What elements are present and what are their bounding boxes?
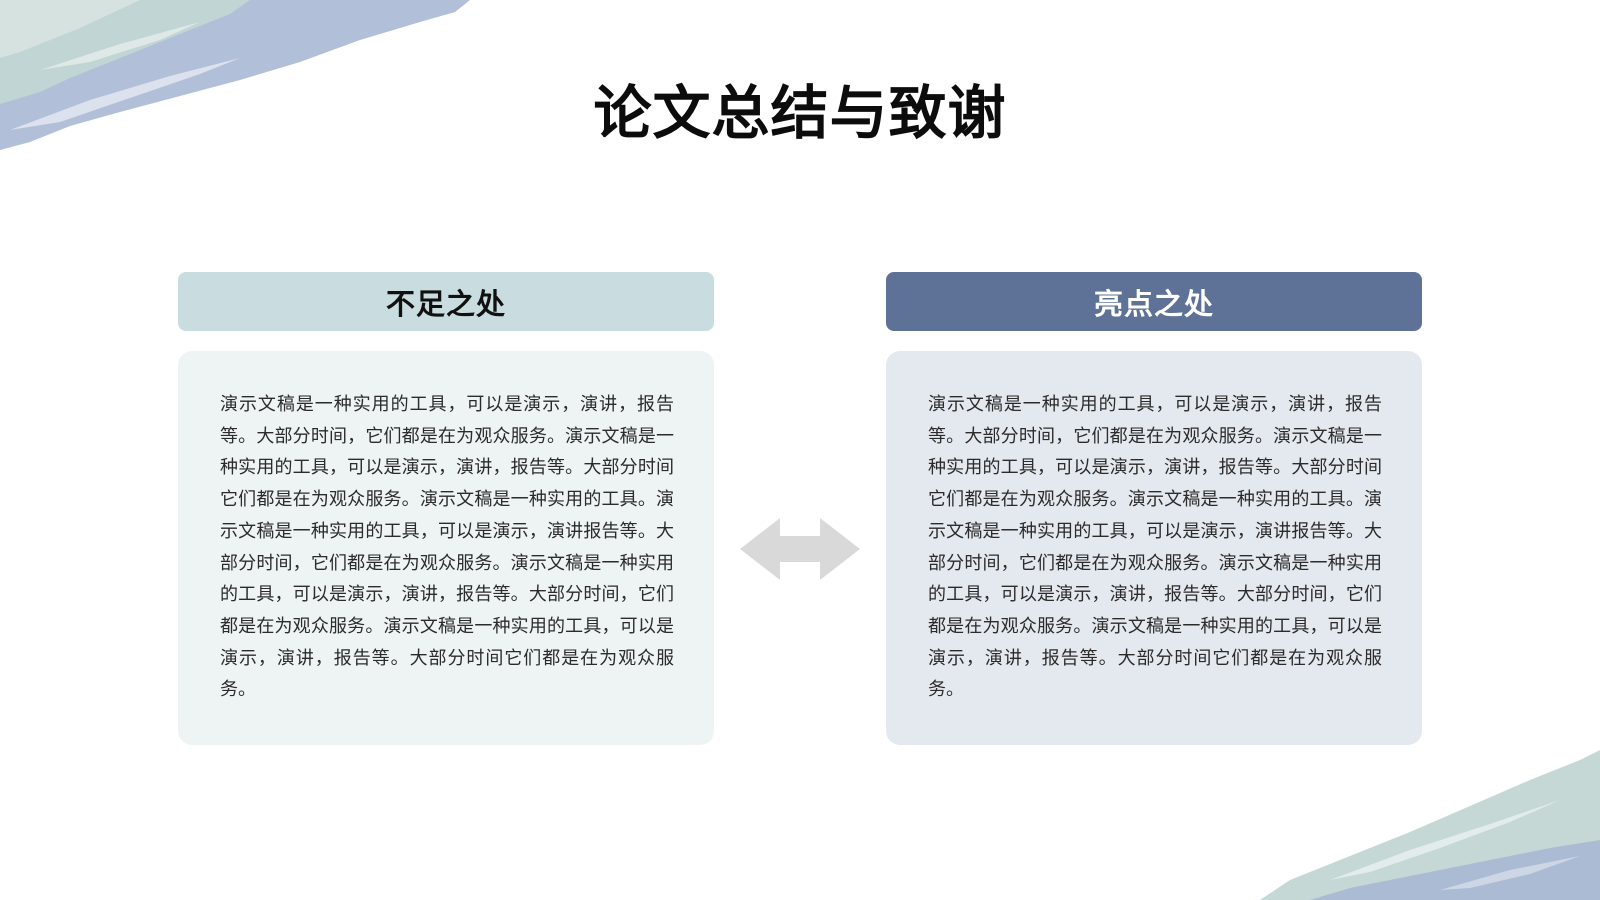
- highlights-text: 演示文稿是一种实用的工具，可以是演示，演讲，报告等。大部分时间，它们都是在为观众…: [928, 394, 1382, 701]
- weaknesses-header: 不足之处: [178, 272, 714, 331]
- brush-decoration-bottom-right: [1260, 750, 1600, 900]
- highlights-panel: 亮点之处 演示文稿是一种实用的工具，可以是演示，演讲，报告等。大部分时间，它们都…: [886, 272, 1422, 745]
- page-title: 论文总结与致谢: [593, 79, 1007, 147]
- weaknesses-text: 演示文稿是一种实用的工具，可以是演示，演讲，报告等。大部分时间，它们都是在为观众…: [220, 394, 674, 701]
- double-arrow-icon: [740, 518, 860, 580]
- weaknesses-body: 演示文稿是一种实用的工具，可以是演示，演讲，报告等。大部分时间，它们都是在为观众…: [178, 351, 714, 745]
- highlights-body: 演示文稿是一种实用的工具，可以是演示，演讲，报告等。大部分时间，它们都是在为观众…: [886, 351, 1422, 745]
- weaknesses-panel: 不足之处 演示文稿是一种实用的工具，可以是演示，演讲，报告等。大部分时间，它们都…: [178, 272, 714, 745]
- highlights-header: 亮点之处: [886, 272, 1422, 331]
